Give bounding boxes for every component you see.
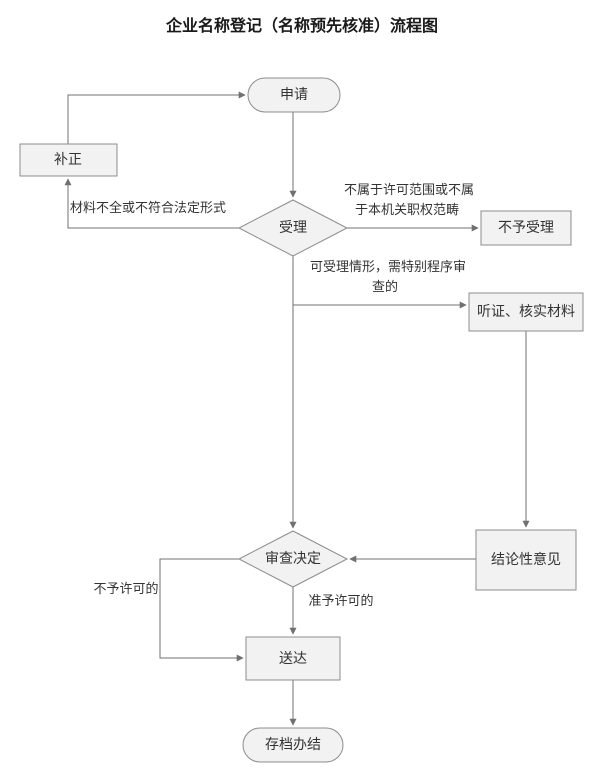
- label-special-procedure-line1: 可受理情形，需特别程序审: [310, 260, 466, 275]
- decision-shape: [237, 530, 349, 588]
- label-not-permitted: 不予许可的: [93, 581, 158, 597]
- not-accepted-label: 不予受理: [498, 220, 554, 236]
- node-acceptance: 受理: [237, 199, 349, 257]
- hearing-label: 听证、核实材料: [477, 304, 575, 320]
- node-delivery: 送达: [245, 636, 341, 681]
- delivery-shape: [245, 636, 341, 681]
- arrow-acceptance-to-correction: [64, 178, 239, 229]
- archive-shape: [242, 727, 344, 763]
- hearing-shape: [468, 292, 584, 332]
- arrow-decision-loop-to-delivery: [159, 558, 244, 662]
- arrow-correction-to-apply: [67, 91, 246, 144]
- label-out-of-scope-line2: 于本机关职权范畴: [355, 202, 459, 218]
- label-incomplete-materials: 材料不全或不符合法定形式: [70, 200, 226, 216]
- decision-label: 审查决定: [265, 551, 321, 567]
- node-apply: 申请: [247, 77, 341, 113]
- archive-label: 存档办结: [265, 737, 321, 753]
- node-hearing: 听证、核实材料: [468, 292, 584, 332]
- node-decision: 审查决定: [237, 530, 349, 588]
- apply-label: 申请: [280, 87, 308, 103]
- not-accepted-shape: [480, 210, 572, 246]
- apply-shape: [247, 77, 341, 113]
- acceptance-label: 受理: [279, 220, 307, 236]
- label-permitted: 准予许可的: [308, 593, 373, 609]
- acceptance-shape: [237, 199, 349, 257]
- node-correction: 补正: [19, 143, 118, 177]
- delivery-label: 送达: [279, 651, 307, 667]
- node-conclusion: 结论性意见: [475, 529, 577, 591]
- label-special-procedure-line2: 查的: [372, 279, 398, 295]
- conclusion-label: 结论性意见: [491, 551, 561, 568]
- node-not-accepted: 不予受理: [480, 210, 572, 246]
- node-archive: 存档办结: [242, 727, 344, 763]
- page-title: 企业名称登记（名称预先核准）流程图: [165, 16, 438, 35]
- label-out-of-scope-line1: 不属于许可范围或不属: [344, 183, 474, 198]
- conclusion-shape: [475, 529, 577, 591]
- correction-shape: [19, 143, 118, 177]
- correction-label: 补正: [54, 152, 82, 168]
